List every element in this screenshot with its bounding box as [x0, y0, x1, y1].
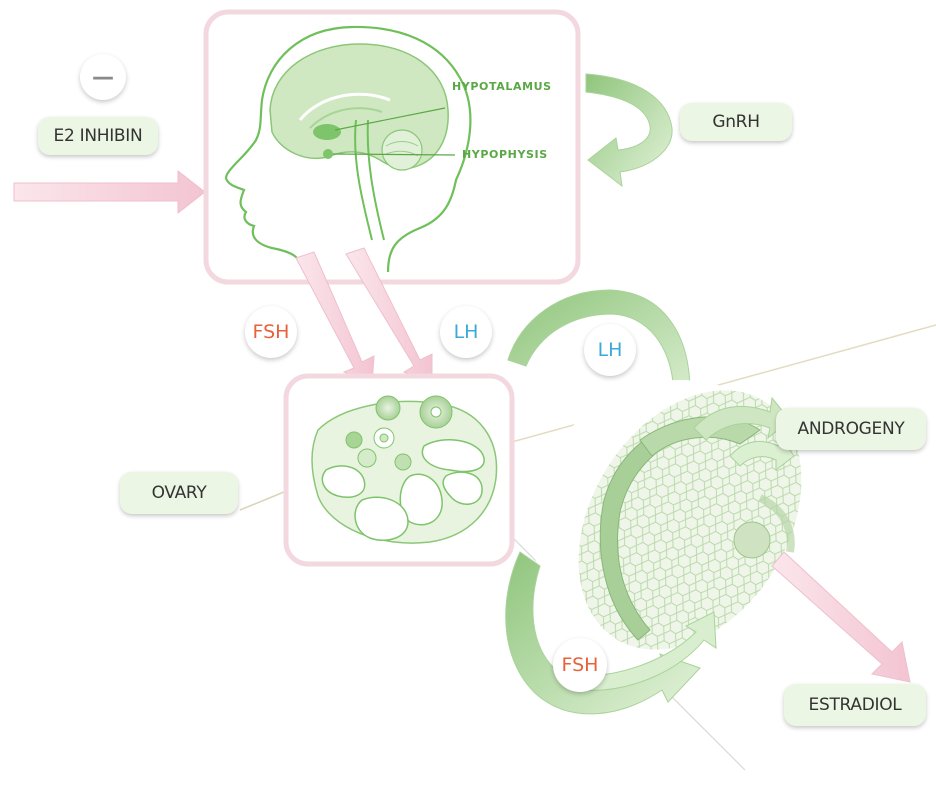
lh-right-text: LH — [598, 339, 623, 361]
gnrh-label: GnRH — [680, 103, 792, 141]
estradiol-label: ESTRADIOL — [784, 684, 926, 726]
androgeny-text: ANDROGENY — [798, 419, 905, 439]
inhibition-minus-badge: — — [80, 54, 126, 100]
lh-left-text: LH — [454, 321, 479, 343]
fsh-left-text: FSH — [253, 321, 290, 343]
hypothalamus-label: HYPOTALAMUS — [452, 80, 552, 93]
ovary-label: OVARY — [120, 472, 238, 514]
gnrh-text: GnRH — [712, 112, 759, 132]
minus-symbol: — — [92, 65, 114, 90]
estradiol-text: ESTRADIOL — [809, 695, 902, 715]
fsh-bottom-text: FSH — [562, 654, 599, 676]
lh-right-badge: LH — [584, 324, 636, 376]
gnrh-loop-arrow — [586, 74, 672, 186]
fsh-bottom-badge: FSH — [553, 638, 607, 692]
fsh-left-badge: FSH — [245, 306, 297, 358]
inhibin-arrow — [14, 171, 205, 213]
e2-inhibin-label: E2 INHIBIN — [38, 117, 158, 155]
e2-inhibin-text: E2 INHIBIN — [54, 126, 143, 146]
ovary-panel — [286, 376, 512, 564]
head-panel — [206, 12, 578, 282]
lh-left-badge: LH — [440, 306, 492, 358]
androgeny-label: ANDROGENY — [776, 408, 926, 450]
hypophysis-label: HYPOPHYSIS — [462, 148, 548, 161]
ovary-text: OVARY — [152, 483, 207, 503]
